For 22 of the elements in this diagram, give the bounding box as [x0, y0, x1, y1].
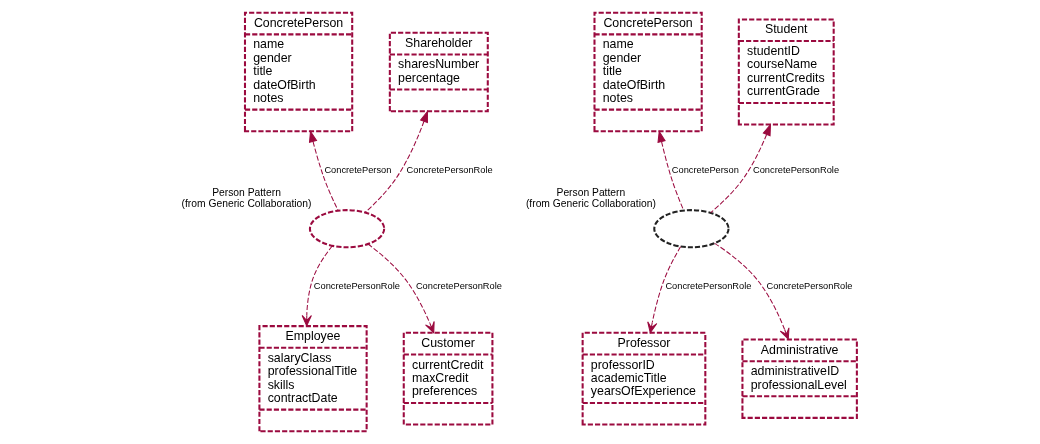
node-ellipse [653, 209, 730, 249]
node-ellipse [308, 209, 386, 249]
edge-label: ConcretePersonRole [415, 280, 502, 291]
node-label: (from Generic Collaboration) [181, 198, 312, 210]
arrow [710, 123, 772, 214]
node-label: (from Generic Collaboration) [525, 198, 656, 210]
edge-label: ConcretePerson [671, 165, 739, 176]
node-label: Person Pattern [556, 186, 626, 198]
edge-label: ConcretePersonRole [313, 280, 400, 291]
arrow [301, 245, 333, 327]
edge-label: ConcretePersonRole [406, 165, 493, 176]
arrow [714, 242, 790, 340]
edge-label: ConcretePersonRole [665, 280, 752, 291]
node-label: Person Pattern [212, 186, 281, 198]
arrow [647, 246, 682, 334]
arrow [364, 110, 428, 213]
arrow [657, 130, 685, 211]
edge-label: ConcretePersonRole [766, 280, 853, 291]
arrow [367, 243, 435, 334]
edge-label: ConcretePerson [324, 165, 392, 176]
arrow [308, 129, 339, 211]
edge-label: ConcretePersonRole [753, 165, 840, 176]
